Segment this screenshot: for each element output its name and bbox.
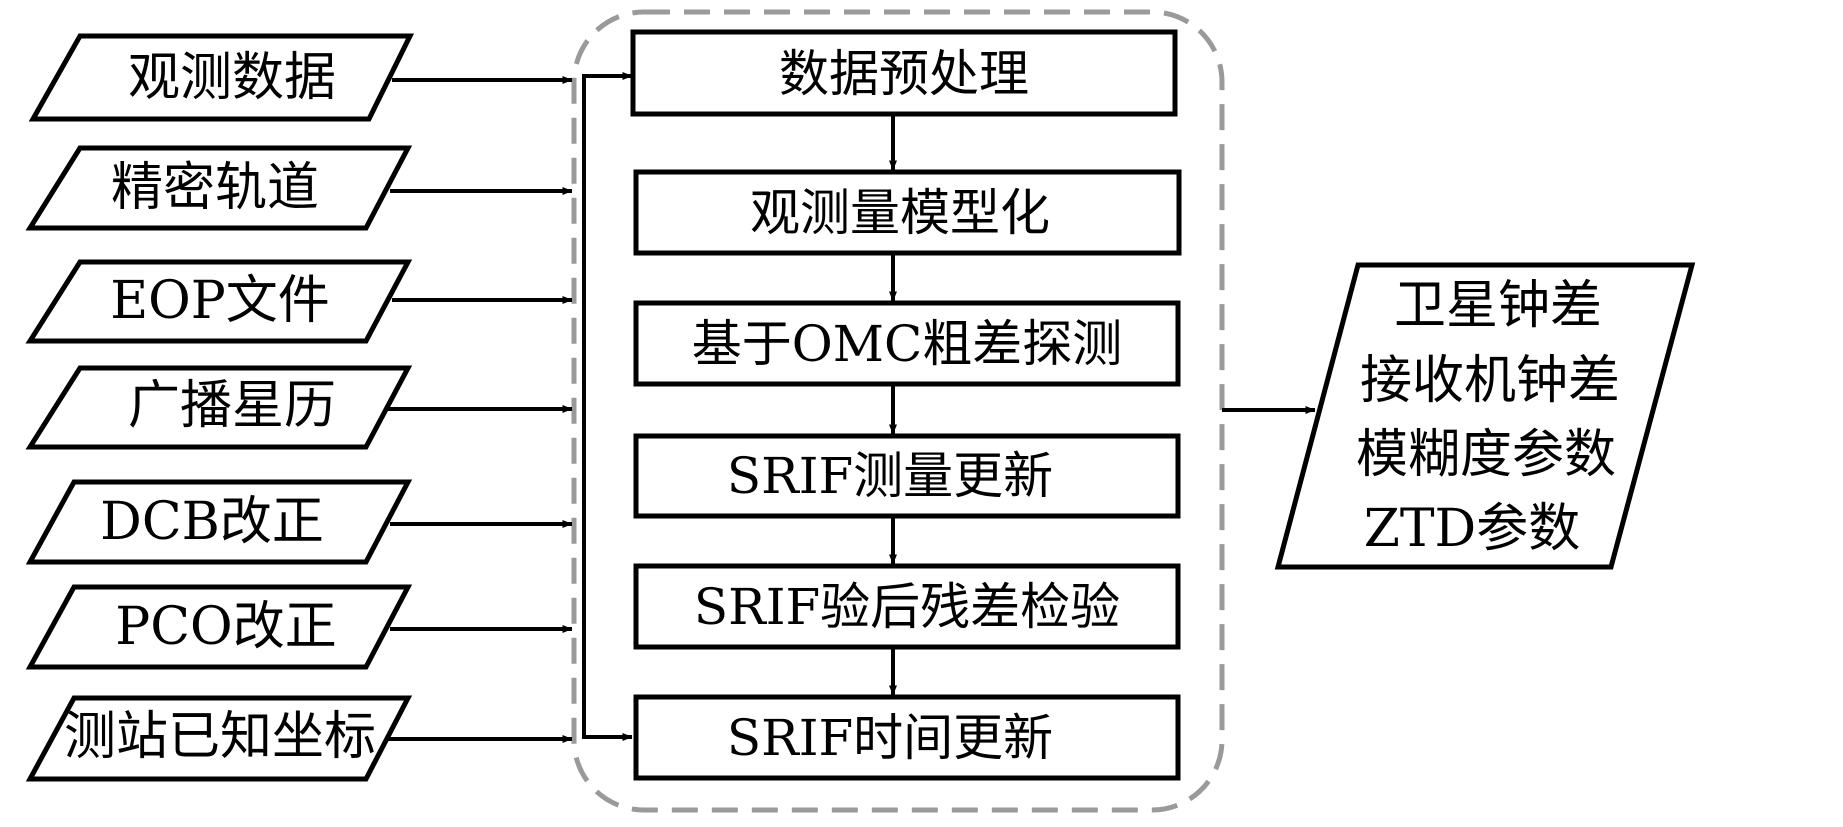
output-results: 卫星钟差 接收机钟差 模糊度参数 ZTD参数 bbox=[1274, 262, 1696, 570]
input-label: 广播星历 bbox=[128, 376, 336, 436]
step-label: 观测量模型化 bbox=[750, 184, 1050, 242]
input-shape bbox=[25, 365, 413, 450]
input-broadcast-ephemeris: 广播星历 bbox=[25, 365, 413, 450]
step-data-preprocessing: 数据预处理 bbox=[630, 29, 1178, 117]
step-label: SRIF验后残差检验 bbox=[694, 578, 1120, 636]
input-precise-orbit: 精密轨道 bbox=[25, 145, 413, 231]
input-label: EOP文件 bbox=[110, 271, 330, 331]
internal-connector bbox=[582, 72, 633, 741]
step-label: SRIF测量更新 bbox=[727, 447, 1053, 505]
input-shape bbox=[25, 259, 413, 344]
step-label: 数据预处理 bbox=[779, 45, 1029, 103]
input-station-known-coordinates: 测站已知坐标 bbox=[25, 695, 413, 782]
step-label: SRIF时间更新 bbox=[727, 709, 1053, 767]
input-shape bbox=[25, 695, 413, 782]
output-line: ZTD参数 bbox=[1364, 499, 1581, 559]
step-srif-time-update: SRIF时间更新 bbox=[633, 694, 1181, 781]
step-box bbox=[633, 300, 1181, 387]
processing-group-border bbox=[571, 9, 1225, 813]
input-label: 观测数据 bbox=[128, 48, 336, 108]
step-srif-measurement-update: SRIF测量更新 bbox=[633, 433, 1181, 519]
input-shape bbox=[28, 33, 415, 122]
step-box bbox=[633, 433, 1181, 519]
input-shape bbox=[25, 479, 413, 565]
input-shape bbox=[25, 145, 413, 231]
input-label: DCB改正 bbox=[100, 492, 324, 552]
output-line: 模糊度参数 bbox=[1356, 425, 1616, 485]
step-label: 基于OMC粗差探测 bbox=[692, 315, 1122, 373]
step-omc-outlier-detection: 基于OMC粗差探测 bbox=[633, 300, 1181, 387]
input-arrows bbox=[388, 76, 573, 743]
step-box bbox=[630, 29, 1178, 117]
step-box bbox=[633, 563, 1181, 650]
step-srif-residual-check: SRIF验后残差检验 bbox=[633, 563, 1181, 650]
output-line: 卫星钟差 bbox=[1394, 276, 1602, 336]
output-shape bbox=[1274, 262, 1696, 570]
input-pco-correction: PCO改正 bbox=[25, 584, 413, 670]
input-dcb-correction: DCB改正 bbox=[25, 479, 413, 565]
input-shape bbox=[25, 584, 413, 670]
input-observation-data: 观测数据 bbox=[28, 33, 415, 122]
input-label: PCO改正 bbox=[115, 597, 336, 657]
output-line: 接收机钟差 bbox=[1360, 351, 1620, 411]
input-eop-file: EOP文件 bbox=[25, 259, 413, 344]
step-observation-modeling: 观测量模型化 bbox=[633, 169, 1182, 256]
input-label: 精密轨道 bbox=[111, 158, 319, 218]
step-box bbox=[633, 694, 1181, 781]
input-list: 观测数据 精密轨道 EOP文件 广播星历 DCB改正 PCO改正 测站已知坐标 bbox=[25, 33, 415, 782]
input-label: 测站已知坐标 bbox=[64, 707, 376, 767]
processing-steps: 数据预处理 观测量模型化 基于OMC粗差探测 SRIF测量更新 SRIF验后残差… bbox=[630, 29, 1182, 781]
step-box bbox=[633, 169, 1182, 256]
